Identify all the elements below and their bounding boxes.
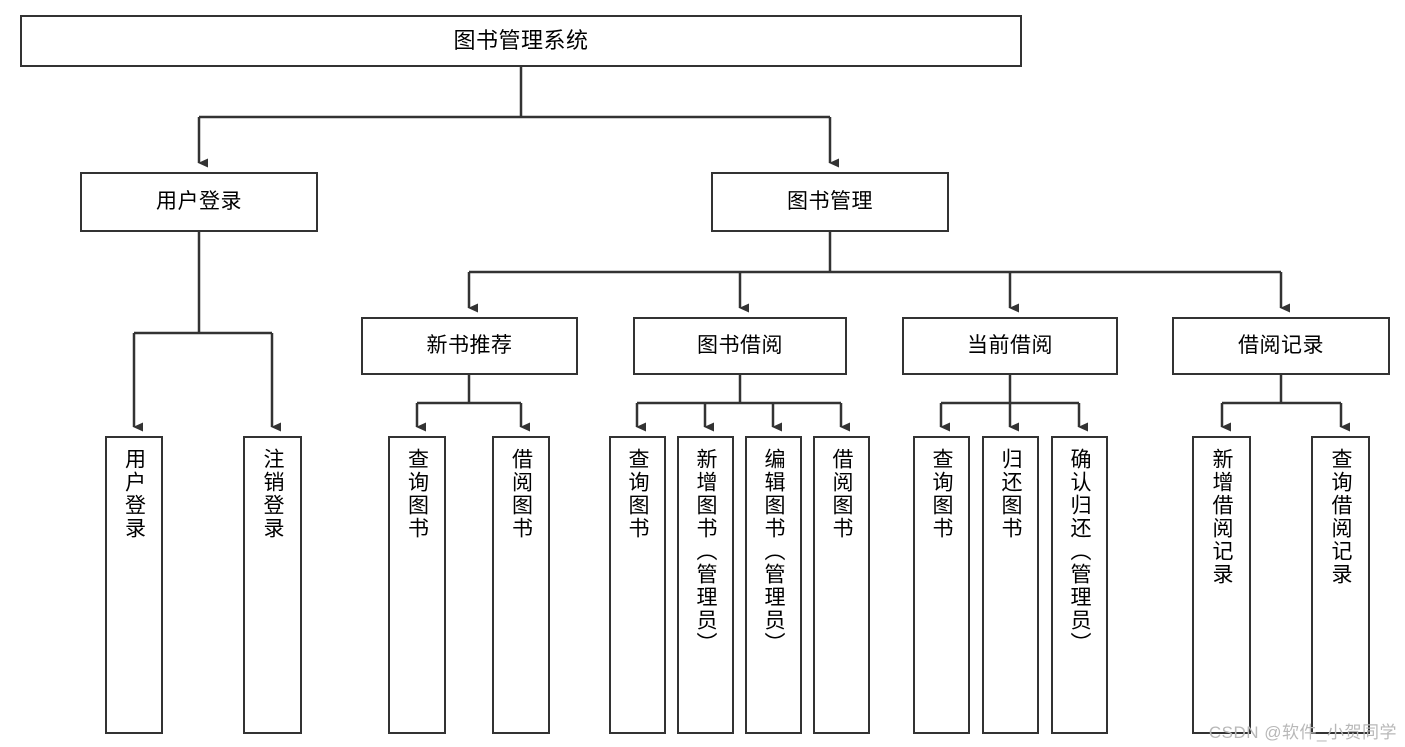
node-current-borrow[interactable]: 当前借阅 xyxy=(902,317,1118,375)
node-leaf-return-book[interactable]: 归还图书 xyxy=(982,436,1039,734)
node-label: 归还图书 xyxy=(999,448,1022,540)
node-label: 用户登录 xyxy=(156,189,242,213)
node-label: 查询借阅记录 xyxy=(1329,448,1352,586)
watermark-csdn: CSDN @软件_小贺同学 xyxy=(1208,723,1397,742)
node-label: 图书借阅 xyxy=(697,333,783,357)
node-label: 查询图书 xyxy=(626,448,649,540)
node-label: 借阅图书 xyxy=(509,448,533,540)
node-leaf-confirm-return-admin[interactable]: 确认归还（管理员） xyxy=(1051,436,1108,734)
node-leaf-query-book-borrow[interactable]: 查询图书 xyxy=(609,436,666,734)
node-label: 图书管理 xyxy=(787,189,873,213)
node-label: 新增借阅记录 xyxy=(1210,448,1233,586)
node-label: 图书管理系统 xyxy=(453,28,589,54)
node-book-borrow[interactable]: 图书借阅 xyxy=(633,317,847,375)
node-leaf-add-borrow-record[interactable]: 新增借阅记录 xyxy=(1192,436,1251,734)
node-leaf-add-book-admin[interactable]: 新增图书（管理员） xyxy=(677,436,734,734)
node-label: 编辑图书（管理员） xyxy=(762,448,785,655)
node-label: 当前借阅 xyxy=(967,333,1053,357)
node-label: 查询图书 xyxy=(405,448,429,540)
node-label: 新书推荐 xyxy=(426,333,513,357)
node-label: 借阅记录 xyxy=(1238,333,1324,357)
node-leaf-query-borrow-record[interactable]: 查询借阅记录 xyxy=(1311,436,1370,734)
node-user-login[interactable]: 用户登录 xyxy=(80,172,318,232)
node-book-management[interactable]: 图书管理 xyxy=(711,172,949,232)
node-label: 确认归还（管理员） xyxy=(1068,448,1091,655)
node-leaf-edit-book-admin[interactable]: 编辑图书（管理员） xyxy=(745,436,802,734)
node-label: 查询图书 xyxy=(930,448,953,540)
node-leaf-query-book-current[interactable]: 查询图书 xyxy=(913,436,970,734)
node-root-book-management-system[interactable]: 图书管理系统 xyxy=(20,15,1022,67)
node-label: 新增图书（管理员） xyxy=(694,448,717,655)
node-new-book-recommend[interactable]: 新书推荐 xyxy=(361,317,578,375)
node-leaf-user-login[interactable]: 用户登录 xyxy=(105,436,163,734)
node-label: 用户登录 xyxy=(122,448,146,540)
node-label: 注销登录 xyxy=(261,448,284,540)
node-borrow-record[interactable]: 借阅记录 xyxy=(1172,317,1390,375)
node-leaf-query-book-recommend[interactable]: 查询图书 xyxy=(388,436,446,734)
node-leaf-borrow-book[interactable]: 借阅图书 xyxy=(813,436,870,734)
node-leaf-borrow-book-recommend[interactable]: 借阅图书 xyxy=(492,436,550,734)
node-label: 借阅图书 xyxy=(830,448,853,540)
node-leaf-logout-login[interactable]: 注销登录 xyxy=(243,436,302,734)
